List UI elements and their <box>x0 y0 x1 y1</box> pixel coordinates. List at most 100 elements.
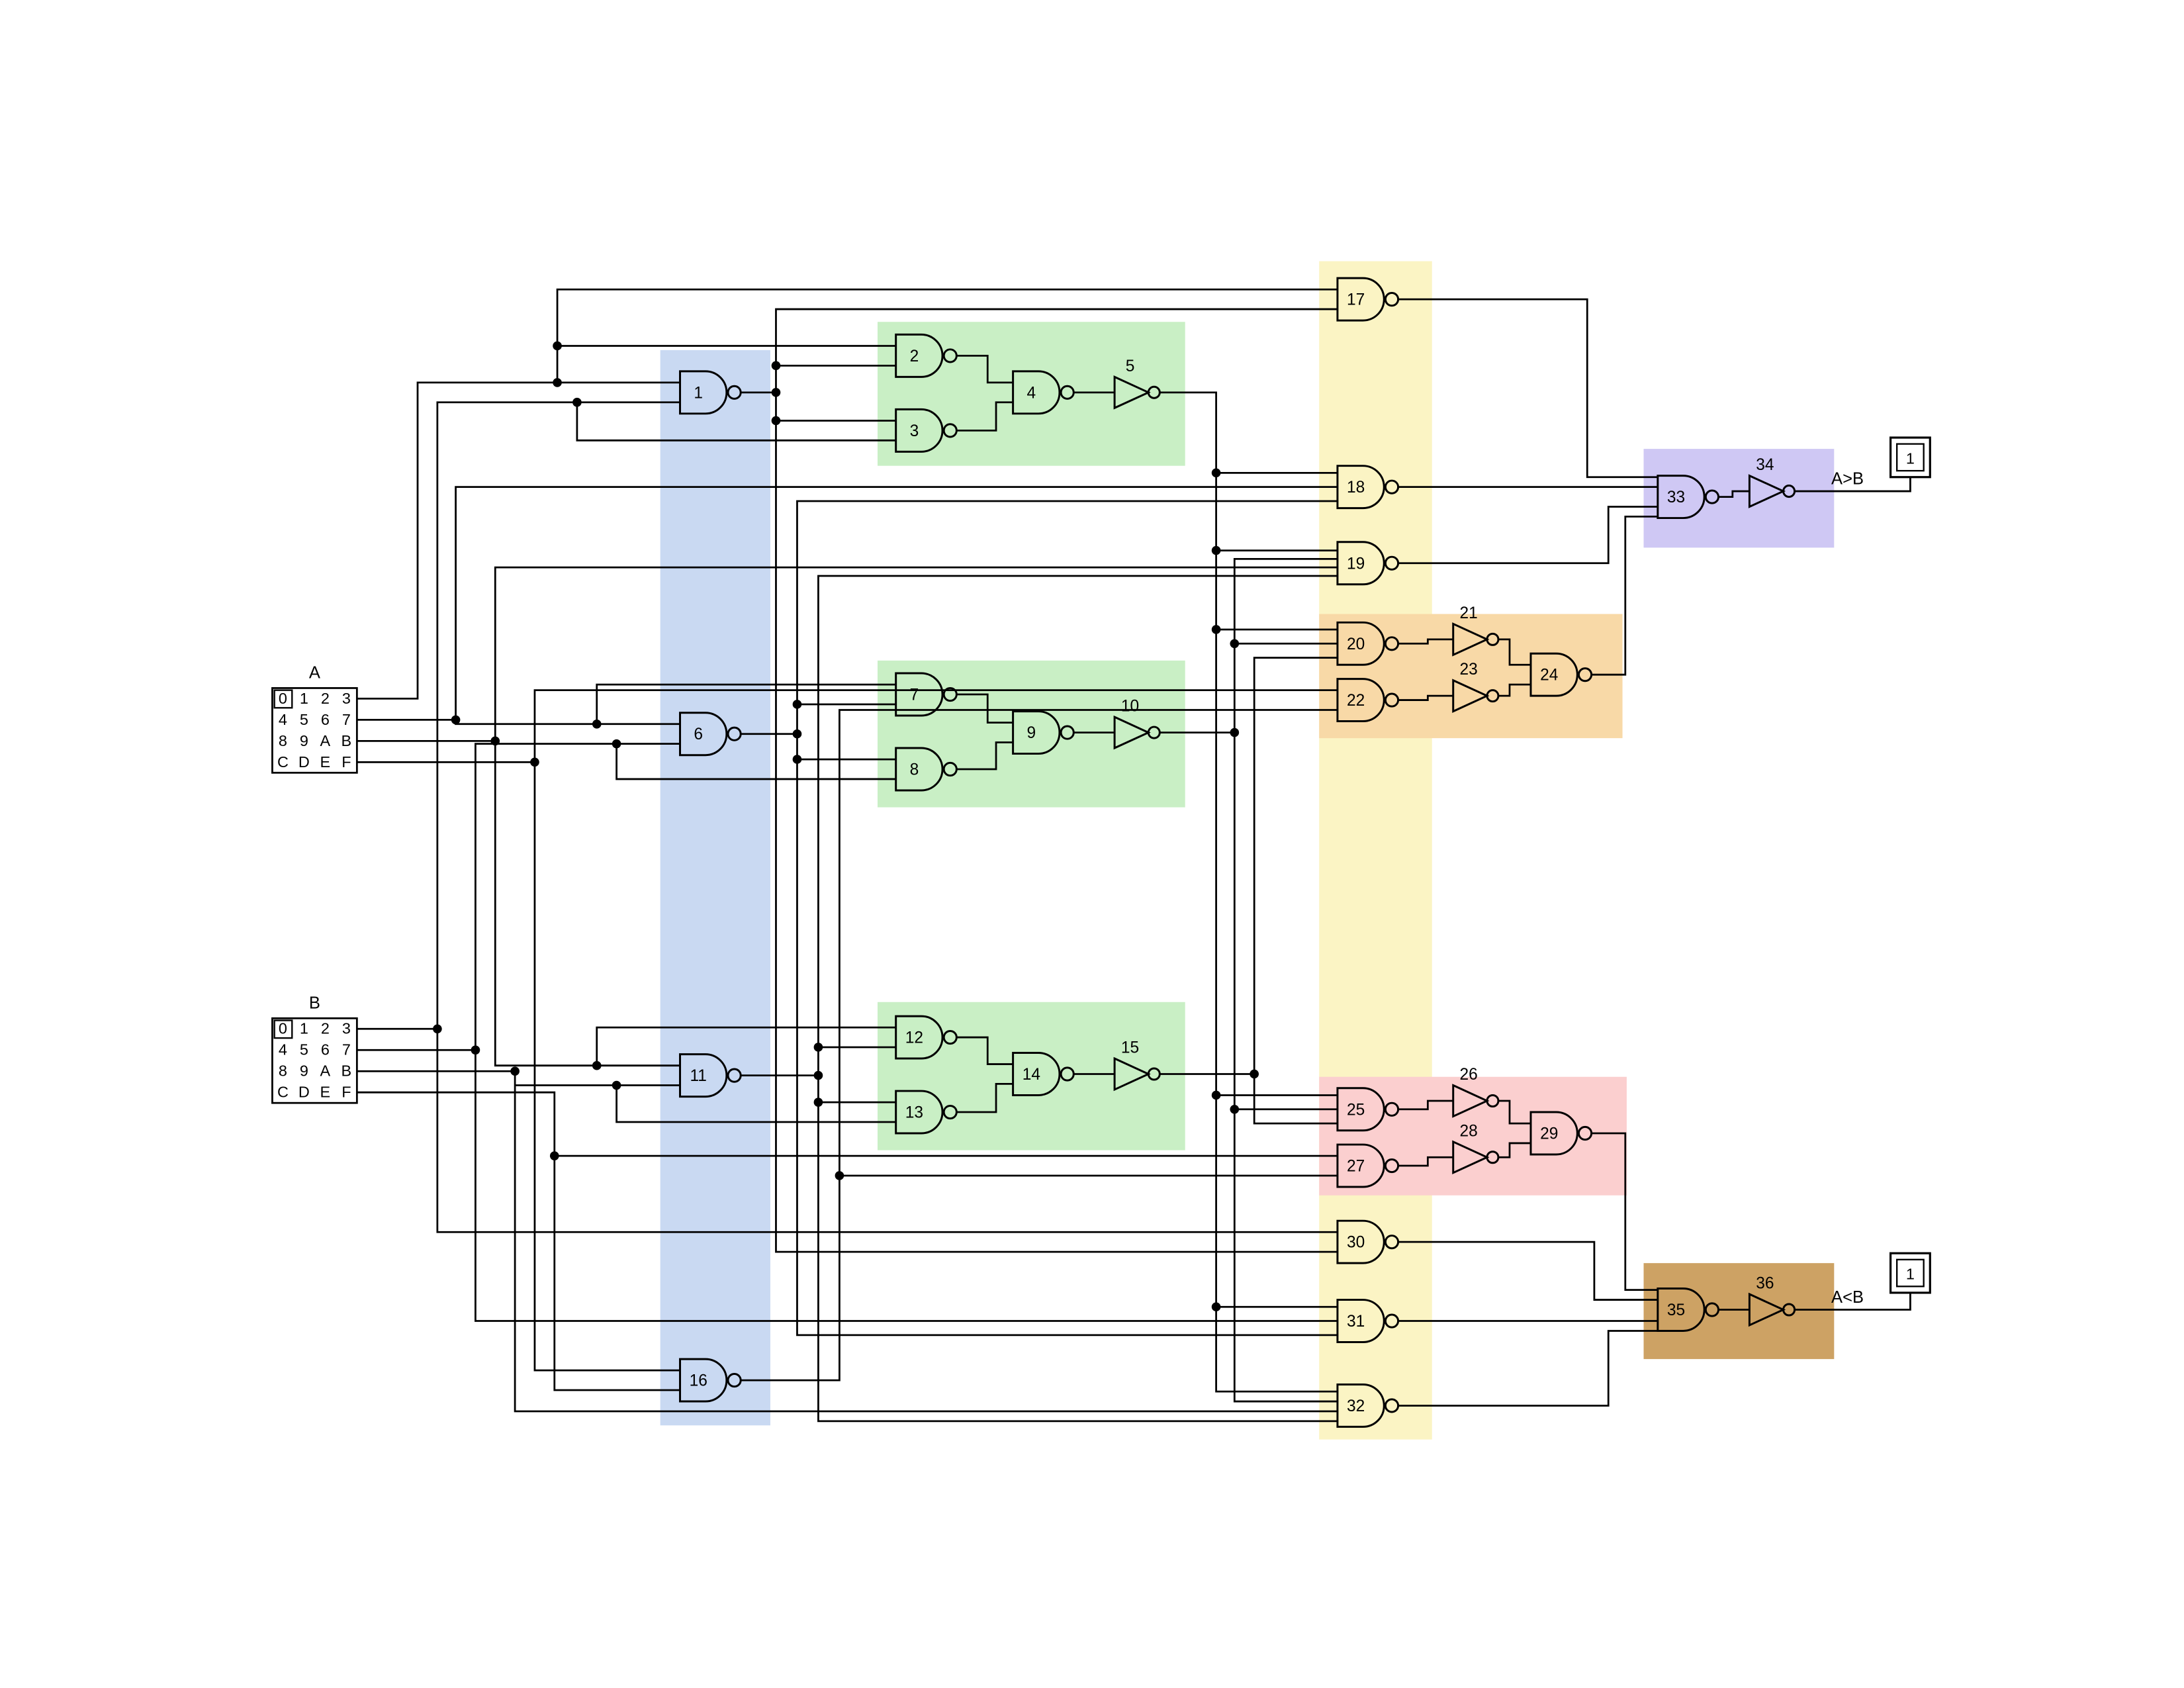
input-b-cell-A[interactable]: A <box>320 1062 331 1080</box>
gate-11[interactable]: 11 <box>679 1053 742 1098</box>
gate-19[interactable]: 19 <box>1336 541 1400 586</box>
gate-33[interactable]: 33 <box>1657 475 1720 520</box>
gate-3[interactable]: 3 <box>895 408 958 453</box>
wire <box>357 381 680 700</box>
input-b-box[interactable] <box>271 1017 358 1104</box>
gate-18[interactable]: 18 <box>1336 465 1400 510</box>
input-b-cell-5[interactable]: 5 <box>300 1041 308 1058</box>
gate-32[interactable]: 32 <box>1336 1383 1400 1428</box>
gate-23[interactable]: 23 <box>1452 661 1500 713</box>
inverter-gate-body <box>1113 375 1151 410</box>
gate-31[interactable]: 31 <box>1336 1299 1400 1344</box>
input-a-cell-D[interactable]: D <box>298 753 310 771</box>
nand-gate-body <box>1336 1143 1385 1188</box>
gate-35[interactable]: 35 <box>1657 1288 1720 1332</box>
input-a-cell-C[interactable]: C <box>277 753 289 771</box>
gate-13[interactable]: 13 <box>895 1090 958 1135</box>
gate-25[interactable]: 25 <box>1336 1087 1400 1132</box>
input-a-cell-6[interactable]: 6 <box>321 711 330 728</box>
input-a-box[interactable] <box>271 687 358 774</box>
output-a-gt-b[interactable]: A>B1 <box>1831 436 1931 488</box>
gate-14[interactable]: 14 <box>1012 1052 1075 1096</box>
wire <box>1398 694 1453 701</box>
input-b-cell-0[interactable]: 0 <box>279 1020 287 1037</box>
input-b-cell-7[interactable]: 7 <box>342 1041 351 1058</box>
gate-24[interactable]: 24 <box>1529 652 1593 697</box>
gate-number: 20 <box>1347 635 1365 653</box>
negation-bubble-icon <box>727 1068 742 1083</box>
gate-30[interactable]: 30 <box>1336 1219 1400 1264</box>
gate-22[interactable]: 22 <box>1336 678 1400 723</box>
input-b-cell-9[interactable]: 9 <box>300 1062 308 1080</box>
input-b-cell-2[interactable]: 2 <box>321 1020 330 1037</box>
negation-bubble-icon <box>942 686 958 702</box>
gate-6[interactable]: 6 <box>679 712 742 757</box>
output-a-lt-b-label: A<B <box>1831 1288 1864 1307</box>
input-b-cell-D[interactable]: D <box>298 1084 310 1101</box>
gate-number: 22 <box>1347 692 1365 710</box>
negation-bubble-icon <box>1704 489 1720 504</box>
gate-36[interactable]: 36 <box>1748 1275 1796 1327</box>
input-a-cell-E[interactable]: E <box>320 753 331 771</box>
input-a-cell-9[interactable]: 9 <box>300 732 308 749</box>
nand-gate-body <box>1336 1087 1385 1132</box>
input-b-cell-3[interactable]: 3 <box>342 1020 351 1037</box>
gate-28[interactable]: 28 <box>1452 1122 1500 1175</box>
input-b-cell-B[interactable]: B <box>341 1062 352 1080</box>
input-b-cell-8[interactable]: 8 <box>279 1062 287 1080</box>
gate-1[interactable]: 1 <box>679 370 742 415</box>
wire <box>1794 477 1911 492</box>
gate-12[interactable]: 12 <box>895 1015 958 1060</box>
gate-15[interactable]: 15 <box>1113 1039 1161 1092</box>
input-a-cell-F[interactable]: F <box>341 753 351 771</box>
negation-bubble-icon <box>1384 1102 1400 1117</box>
junction-dot <box>553 341 562 351</box>
input-a-cell-4[interactable]: 4 <box>279 711 287 728</box>
input-a-cell-A[interactable]: A <box>320 732 331 749</box>
gate-16[interactable]: 16 <box>679 1358 742 1403</box>
output-a-lt-b[interactable]: A<B1 <box>1831 1252 1931 1307</box>
input-a-cell-3[interactable]: 3 <box>342 690 351 707</box>
input-b-cell-C[interactable]: C <box>277 1084 289 1101</box>
wire <box>615 1085 896 1123</box>
gate-26[interactable]: 26 <box>1452 1066 1500 1118</box>
input-a-cell-2[interactable]: 2 <box>321 690 330 707</box>
input-b-cell-1[interactable]: 1 <box>300 1020 308 1037</box>
input-a-cell-7[interactable]: 7 <box>342 711 351 728</box>
junction-dot <box>1211 625 1221 634</box>
junction-dot <box>1230 1104 1240 1114</box>
input-a-cell-B[interactable]: B <box>341 732 352 749</box>
nand-gate-body <box>895 1090 944 1135</box>
gate-9[interactable]: 9 <box>1012 710 1075 755</box>
wire <box>775 308 1338 1253</box>
gate-17[interactable]: 17 <box>1336 277 1400 322</box>
gate-27[interactable]: 27 <box>1336 1143 1400 1188</box>
input-b-cell-6[interactable]: 6 <box>321 1041 330 1058</box>
input-b-cell-E[interactable]: E <box>320 1084 331 1101</box>
input-a-cell-5[interactable]: 5 <box>300 711 308 728</box>
input-b-cell-F[interactable]: F <box>341 1084 351 1101</box>
junction-dot <box>1230 639 1240 649</box>
gate-10[interactable]: 10 <box>1113 698 1161 750</box>
junction-dot <box>771 388 781 397</box>
gate-29[interactable]: 29 <box>1529 1111 1593 1156</box>
gate-4[interactable]: 4 <box>1012 370 1075 415</box>
negation-bubble-icon <box>942 1029 958 1045</box>
input-a-cell-8[interactable]: 8 <box>279 732 287 749</box>
nand-gate-body <box>679 1053 728 1098</box>
input-b-cell-4[interactable]: 4 <box>279 1041 287 1058</box>
gate-20[interactable]: 20 <box>1336 621 1400 666</box>
wire <box>1398 298 1658 479</box>
gate-5[interactable]: 5 <box>1113 357 1161 410</box>
gate-8[interactable]: 8 <box>895 747 958 792</box>
gate-number: 10 <box>1121 698 1139 716</box>
gate-2[interactable]: 2 <box>895 333 958 378</box>
input-a-cell-1[interactable]: 1 <box>300 690 308 707</box>
input-a-cell-0[interactable]: 0 <box>279 690 287 707</box>
gate-21[interactable]: 21 <box>1452 604 1500 657</box>
gate-7[interactable]: 7 <box>895 672 958 717</box>
junction-dot <box>433 1024 442 1034</box>
gate-34[interactable]: 34 <box>1748 456 1796 508</box>
